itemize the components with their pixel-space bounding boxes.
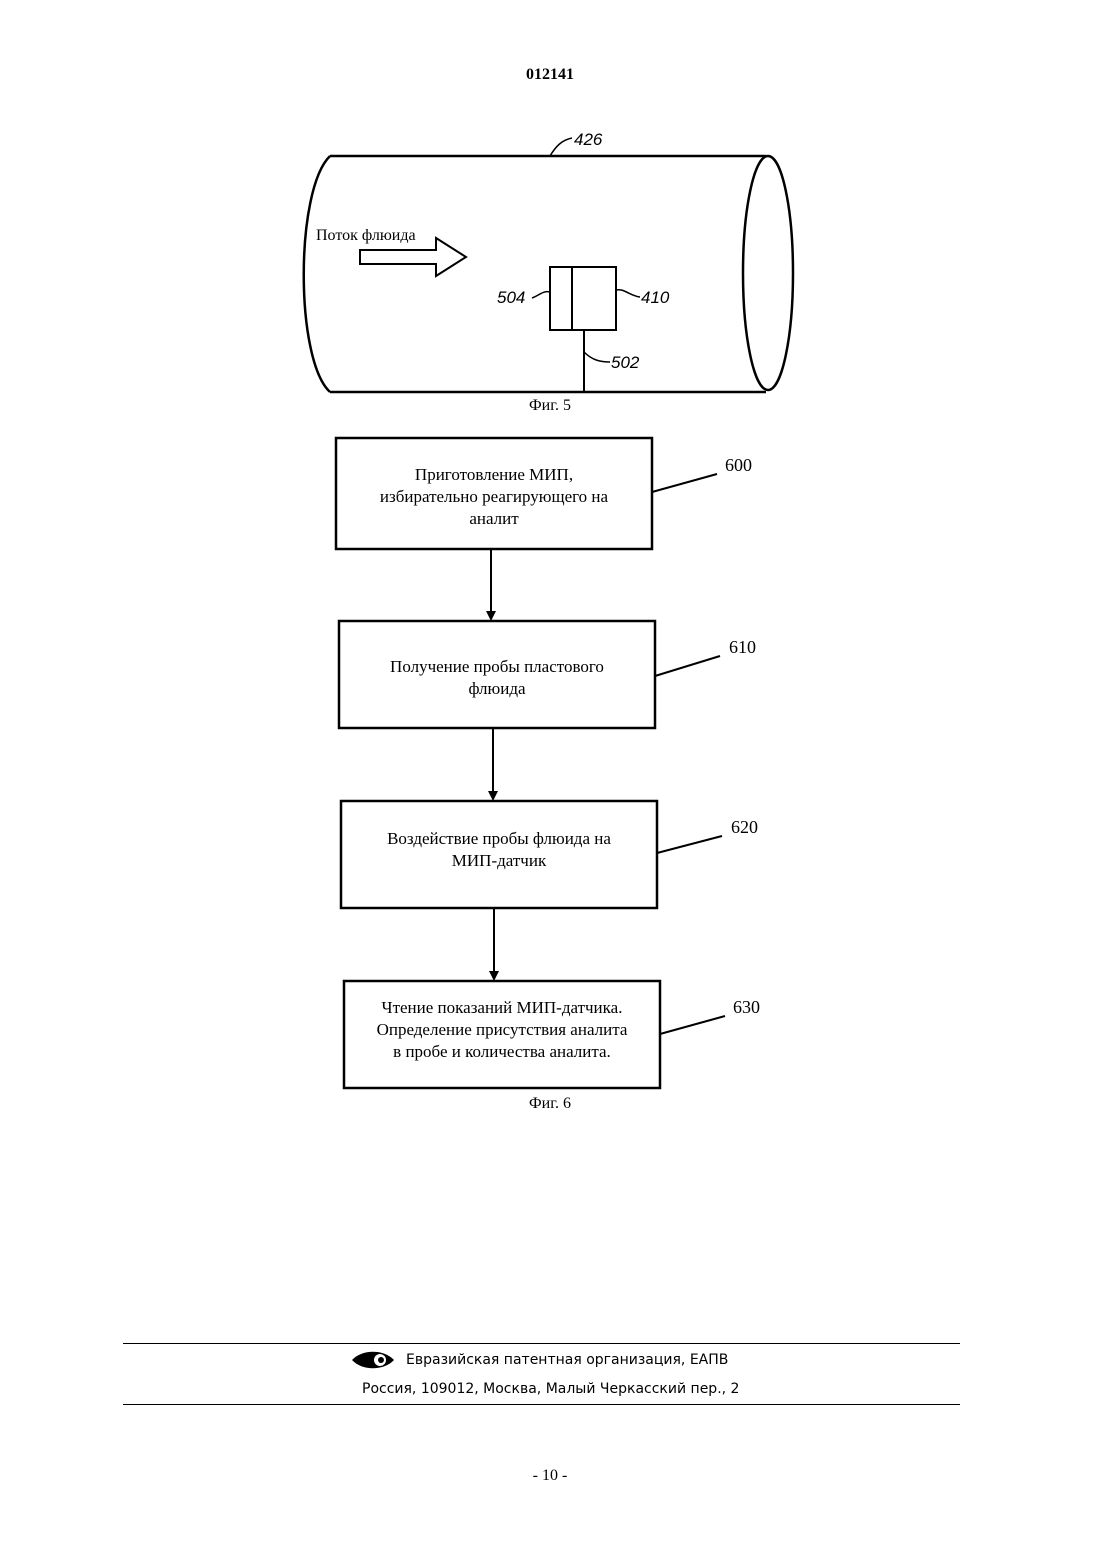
step-610-text: Получение пробы пластового флюида (339, 656, 655, 700)
leader-620 (657, 836, 722, 853)
leader-504 (532, 292, 550, 298)
ref-630: 630 (733, 997, 760, 1018)
step-620-line-2: МИП-датчик (341, 850, 657, 872)
step-630-line-3: в пробе и количества аналита. (344, 1041, 660, 1063)
arrowhead-630 (489, 971, 499, 981)
leader-426 (550, 138, 572, 156)
figure-6-drawing (336, 438, 725, 1088)
footer-bottom-rule (123, 1404, 960, 1405)
page-number: - 10 - (0, 1467, 1100, 1485)
figure-5-caption: Фиг. 5 (450, 397, 650, 415)
ref-504: 504 (497, 288, 525, 308)
leader-600 (652, 474, 717, 492)
arrowhead-620 (488, 791, 498, 801)
step-610-line-2: флюида (339, 678, 655, 700)
step-610-line-1: Получение пробы пластового (339, 656, 655, 678)
leader-630 (660, 1016, 725, 1034)
step-600-line-2: избирательно реагирующего на (336, 486, 652, 508)
step-620-text: Воздействие пробы флюида на МИП-датчик (341, 828, 657, 872)
ref-620: 620 (731, 817, 758, 838)
flow-label: Поток флюида (316, 227, 416, 245)
ref-410: 410 (641, 288, 669, 308)
step-620-line-1: Воздействие пробы флюида на (341, 828, 657, 850)
leader-410 (616, 290, 640, 297)
ref-610: 610 (729, 637, 756, 658)
leader-610 (655, 656, 720, 676)
footer-address: Россия, 109012, Москва, Малый Черкасский… (362, 1381, 739, 1397)
footer-top-rule (123, 1343, 960, 1344)
ref-502: 502 (611, 353, 639, 373)
step-600-line-1: Приготовление МИП, (336, 464, 652, 486)
sensor-block (550, 267, 616, 330)
ref-426: 426 (574, 130, 602, 150)
figure-5-drawing (304, 138, 793, 392)
step-630-text: Чтение показаний МИП-датчика. Определени… (344, 997, 660, 1063)
arrowhead-610 (486, 611, 496, 621)
step-600-text: Приготовление МИП, избирательно реагирую… (336, 464, 652, 530)
step-630-line-2: Определение присутствия аналита (344, 1019, 660, 1041)
step-630-line-1: Чтение показаний МИП-датчика. (344, 997, 660, 1019)
pipe-end-ellipse (743, 156, 793, 390)
pipe-body (304, 156, 766, 392)
figure-6-caption: Фиг. 6 (450, 1095, 650, 1113)
eapo-logo-icon (352, 1352, 394, 1369)
leader-502 (584, 352, 610, 362)
footer-organization: Евразийская патентная организация, ЕАПВ (406, 1352, 728, 1368)
ref-600: 600 (725, 455, 752, 476)
step-600-line-3: аналит (336, 508, 652, 530)
